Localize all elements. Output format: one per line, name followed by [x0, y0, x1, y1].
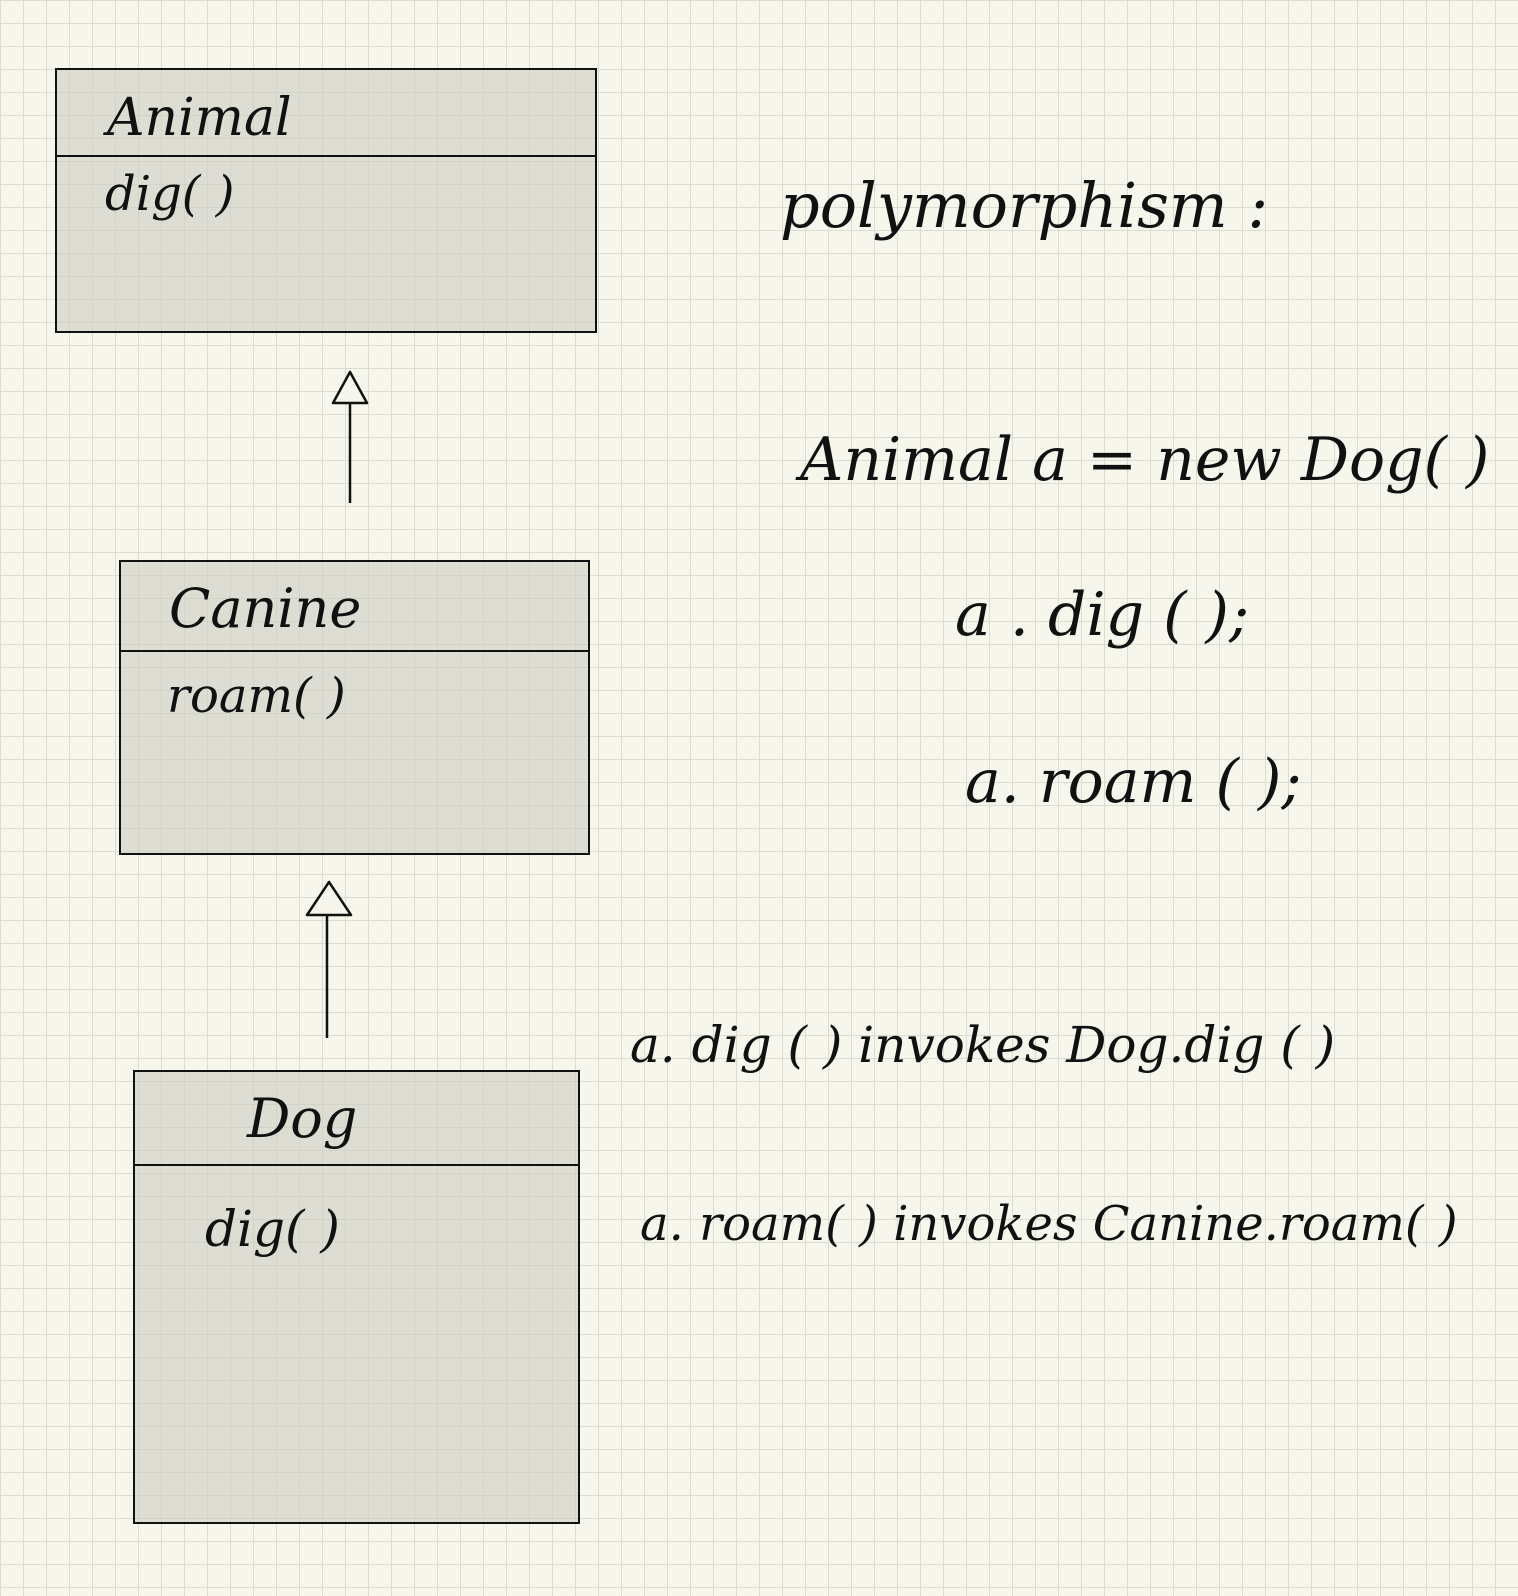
class-name-dog: Dog [247, 1087, 358, 1150]
note-call-dig: a . dig ( ); [955, 580, 1250, 650]
note-explain-roam: a. roam( ) invokes Canine.roam( ) [640, 1196, 1458, 1252]
class-name-canine: Canine [169, 577, 362, 640]
class-header-animal: Animal [57, 70, 595, 157]
note-heading: polymorphism : [780, 169, 1269, 242]
class-method-canine: roam( ) [167, 668, 346, 724]
class-header-canine: Canine [121, 562, 588, 652]
note-explain-dig: a. dig ( ) invokes Dog.dig ( ) [630, 1016, 1336, 1074]
arrow-dog-to-canine [305, 880, 353, 1038]
class-box-canine: Canine roam( ) [119, 560, 590, 855]
class-method-animal: dig( ) [105, 166, 235, 222]
class-header-dog: Dog [135, 1072, 578, 1166]
note-declaration: Animal a = new Dog( ) [800, 425, 1490, 495]
class-method-dog: dig( ) [205, 1200, 340, 1258]
class-box-dog: Dog dig( ) [133, 1070, 580, 1524]
note-call-roam: a. roam ( ); [965, 747, 1302, 817]
class-box-animal: Animal dig( ) [55, 68, 597, 333]
class-name-animal: Animal [107, 88, 292, 148]
arrow-canine-to-animal [331, 370, 369, 503]
